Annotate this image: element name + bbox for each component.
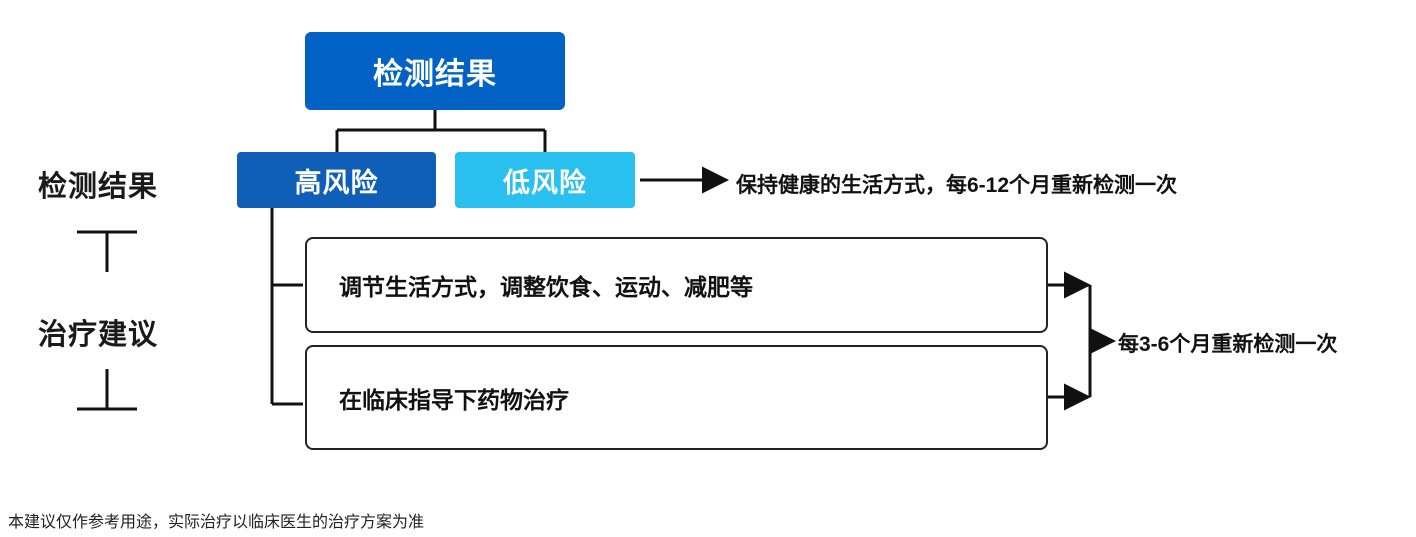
axis-label-detection-result: 检测结果 bbox=[38, 171, 159, 203]
axis-bracket-bottom bbox=[77, 369, 137, 411]
annotation-low-risk-advice: 保持健康的生活方式，每6-12个月重新检测一次 bbox=[736, 174, 1178, 197]
axis-bracket-top bbox=[77, 230, 137, 272]
retest-merge-connector bbox=[1048, 271, 1116, 411]
footnote-disclaimer: 本建议仅作参考用途，实际治疗以临床医生的治疗方案为准 bbox=[8, 514, 425, 531]
node-medication-advice-label: 在临床指导下药物治疗 bbox=[339, 386, 569, 413]
node-low-risk: 低风险 bbox=[455, 152, 635, 208]
high-risk-branch-connector bbox=[270, 208, 303, 406]
node-lifestyle-advice-label: 调节生活方式，调整饮食、运动、减肥等 bbox=[339, 274, 753, 300]
node-detection-result: 检测结果 bbox=[305, 32, 565, 110]
axis-label-treatment-advice: 治疗建议 bbox=[38, 319, 159, 351]
root-split-connector bbox=[335, 110, 547, 152]
annotation-retest-interval: 每3-6个月重新检测一次 bbox=[1118, 333, 1338, 356]
node-lifestyle-advice: 调节生活方式，调整饮食、运动、减肥等 bbox=[305, 237, 1048, 333]
node-high-risk: 高风险 bbox=[237, 152, 436, 208]
node-medication-advice: 在临床指导下药物治疗 bbox=[305, 345, 1048, 450]
